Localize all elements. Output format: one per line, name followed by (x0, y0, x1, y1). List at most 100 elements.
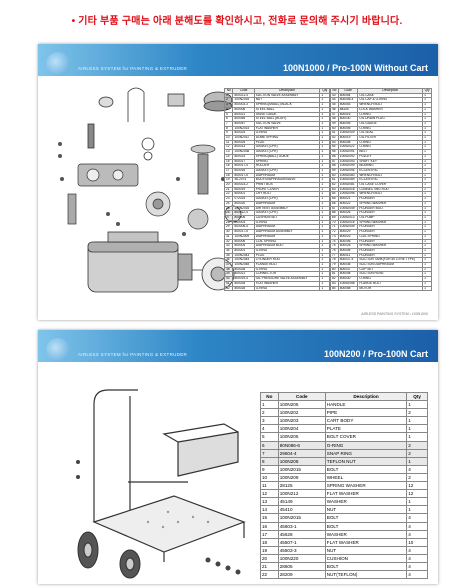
part-description: MOTOR (357, 285, 424, 292)
part-no: 7 (260, 448, 279, 458)
part-qty: 10 (406, 537, 428, 547)
part-no: 12 (260, 489, 279, 499)
part-qty: 1 (406, 400, 428, 410)
part-qty: 4 (406, 545, 428, 555)
sheet1-model-title: 100N1000 / Pro-100N Without Cart (283, 63, 428, 73)
part-description: O-RING (324, 440, 408, 450)
part-qty: 4 (406, 513, 428, 523)
part-qty: 2 (406, 472, 428, 483)
part-qty: 4 (406, 521, 428, 531)
part-no: 11 (260, 481, 279, 491)
part-qty: 4 (406, 570, 428, 580)
part-code: 29604-4 (277, 448, 326, 458)
parts-sheet-cart: AIRLESS SYSTEM for PAINTING & EXTRUDER 1… (38, 330, 438, 584)
part-code: 45603-1 (277, 521, 326, 531)
part-no: 17 (260, 529, 279, 539)
part-no: 13 (260, 497, 279, 507)
part-qty: 12 (406, 489, 428, 499)
sheet1-footer: AIRLESS PAINTING SYSTEM • 100N1000 (361, 312, 428, 316)
part-code: 45507-1 (277, 537, 326, 547)
sheet2-banner: AIRLESS SYSTEM for PAINTING & EXTRUDER 1… (38, 330, 438, 362)
part-no: 9 (260, 464, 279, 474)
part-no: 3 (260, 416, 279, 426)
part-code: 800058 (337, 285, 359, 292)
part-qty: 2 (406, 408, 428, 418)
sheet2-model-title: 100N200 / Pro-100N Cart (323, 349, 428, 359)
part-no: 6 (260, 440, 279, 450)
part-description: NUT (324, 545, 408, 555)
part-qty: 4 (406, 553, 428, 563)
part-code: 28125 (277, 481, 326, 491)
part-qty: 1 (406, 424, 428, 434)
part-no: 20 (260, 553, 279, 563)
part-code: 100N202 (277, 408, 326, 418)
part-qty: 2 (406, 448, 428, 458)
part-code: 100N209 (277, 472, 326, 483)
cart-exploded-diagram (76, 389, 246, 579)
part-code: 80N086-6 (277, 440, 326, 450)
part-description: BOLT (324, 464, 408, 474)
brand-logo (46, 338, 70, 362)
part-code: 45628 (277, 529, 326, 539)
part-code: 100N212 (277, 489, 326, 499)
part-no: 22 (260, 570, 279, 580)
part-no: 2 (260, 408, 279, 418)
part-description: BOLT (324, 561, 408, 572)
part-description: TEFLON NUT (324, 456, 408, 466)
part-code: 28209 (277, 570, 326, 580)
part-description: CUSHION (324, 553, 408, 563)
parts-sheet-pump: AIRLESS SYSTEM for PAINTING & EXTRUDER 1… (38, 44, 438, 320)
part-no: 8 (260, 456, 279, 466)
pump-exploded-diagram (58, 87, 242, 293)
part-qty: 4 (406, 529, 428, 539)
part-code: 100N2015 (277, 464, 326, 474)
part-no: 21 (260, 561, 279, 572)
part-no: 10 (260, 472, 279, 483)
part-no: 1 (260, 400, 279, 410)
part-code: 100N203 (277, 416, 326, 426)
part-code: 100N205 (277, 432, 326, 442)
part-description: WASHER (324, 497, 408, 507)
col-header-qty: Qty (406, 391, 428, 402)
sheet2-subtitle: AIRLESS SYSTEM for PAINTING & EXTRUDER (78, 352, 188, 357)
sheet1-banner: AIRLESS SYSTEM for PAINTING & EXTRUDER 1… (38, 44, 438, 76)
sheet1-subtitle: AIRLESS SYSTEM for PAINTING & EXTRUDER (78, 66, 188, 71)
part-qty: 1 (406, 456, 428, 466)
part-code: 100N208 (277, 456, 326, 466)
part-description: HANDLE (324, 400, 408, 410)
part-no: 15 (260, 513, 279, 523)
part-description: BOLT COVER (324, 432, 408, 442)
part-description: FLAT WASHER (324, 537, 408, 547)
part-no: 19 (260, 545, 279, 555)
part-description: WHEEL (324, 472, 408, 483)
part-description: WASHER (324, 529, 408, 539)
part-qty: 1 (406, 416, 428, 426)
brand-logo (46, 52, 70, 76)
part-no: 4 (260, 424, 279, 434)
part-no: 14 (260, 505, 279, 515)
part-qty: 1 (422, 285, 432, 292)
part-description: CART BODY (324, 416, 408, 426)
part-code: 45149 (277, 497, 326, 507)
part-code: 28605 (277, 561, 326, 572)
part-description: SNAP RING (324, 448, 408, 458)
